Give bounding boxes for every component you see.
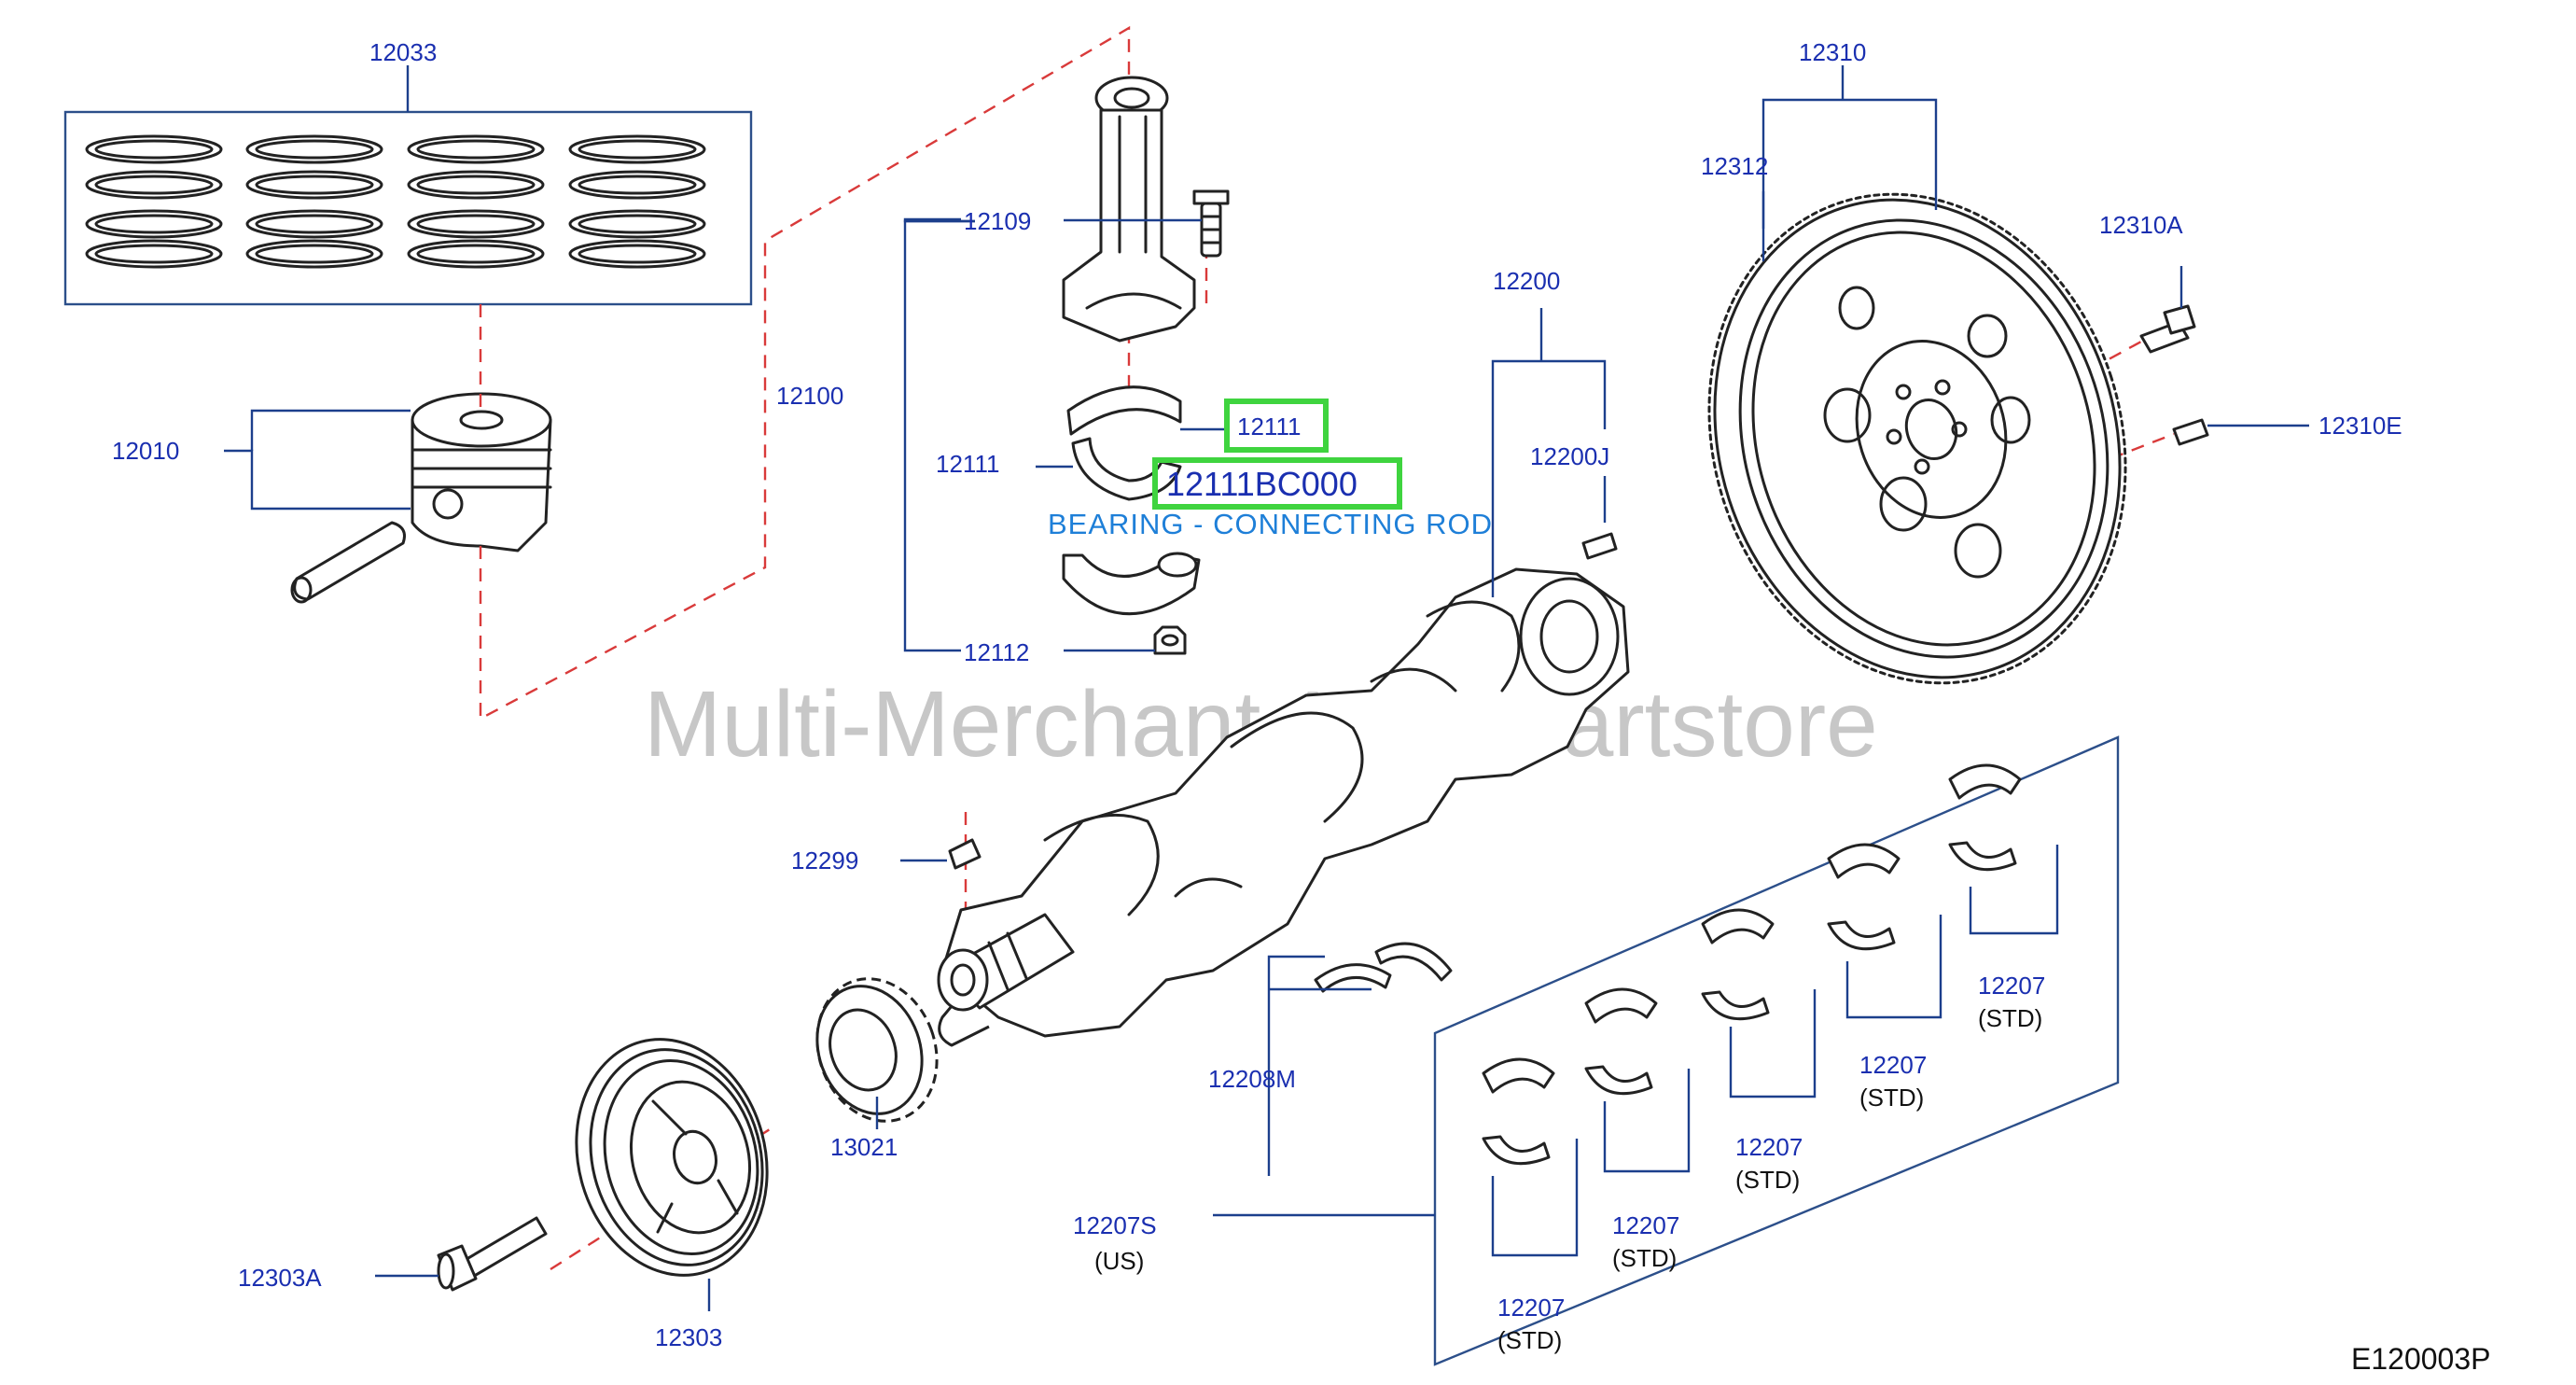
highlight-label[interactable]: 12111: [1237, 413, 1301, 441]
highlight-box-part-number[interactable]: [1152, 457, 1402, 510]
piston-rings-illustration: [63, 65, 753, 306]
label-12033[interactable]: 12033: [369, 38, 437, 66]
flywheel-illustration: [1707, 192, 2127, 685]
label-12310[interactable]: 12310: [1799, 38, 1866, 66]
label-12299[interactable]: 12299: [791, 846, 858, 874]
label-12010[interactable]: 12010: [112, 437, 179, 465]
label-12207[interactable]: 12207: [1859, 1051, 1927, 1079]
label-std: (STD): [1978, 1004, 2042, 1032]
label-12208M[interactable]: 12208M: [1208, 1065, 1296, 1093]
label-13021[interactable]: 13021: [830, 1133, 898, 1161]
label-12303[interactable]: 12303: [655, 1323, 722, 1351]
label-12303A[interactable]: 12303A: [238, 1264, 322, 1292]
flywheel-bolt-illustration: [2139, 266, 2196, 354]
label-12109[interactable]: 12109: [964, 207, 1031, 235]
flywheel-dowel-illustration: [2172, 418, 2309, 446]
crank-pulley-bolt-illustration: [375, 1216, 548, 1292]
highlight-part-number[interactable]: 12111BC000: [1166, 465, 1358, 503]
label-std: (STD): [1735, 1166, 1800, 1194]
label-12207S[interactable]: 12207S: [1073, 1211, 1157, 1239]
label-12112[interactable]: 12112: [964, 638, 1029, 666]
label-std: (STD): [1612, 1244, 1677, 1272]
connecting-rod-illustration: [1062, 76, 1230, 343]
label-12207[interactable]: 12207: [1978, 972, 2045, 1000]
main-bearings-illustration: [1213, 735, 2120, 1366]
group-bracket-12100-top: [903, 217, 975, 223]
label-std: (STD): [1497, 1326, 1562, 1354]
highlight-description: BEARING - CONNECTING ROD: [1048, 508, 1493, 540]
label-std: (STD): [1859, 1084, 1924, 1112]
label-12200J[interactable]: 12200J: [1530, 442, 1609, 470]
diagram-code: E120003P: [2351, 1342, 2490, 1376]
group-bracket-12200: [1491, 359, 1607, 597]
highlight-box-12111[interactable]: [1224, 399, 1329, 453]
label-12207[interactable]: 12207: [1735, 1133, 1803, 1161]
crankshaft-illustration: [937, 567, 1630, 1047]
woodruff-key-illustration: [900, 838, 982, 870]
label-us: (US): [1094, 1247, 1144, 1275]
label-12310E[interactable]: 12310E: [2318, 412, 2402, 440]
piston-illustration: [224, 392, 552, 604]
crank-pulley-illustration: [575, 1038, 769, 1311]
label-12207[interactable]: 12207: [1497, 1294, 1565, 1322]
crank-sprocket-illustration: [815, 977, 939, 1129]
label-12200[interactable]: 12200: [1493, 267, 1560, 295]
label-12111[interactable]: 12111: [936, 450, 999, 478]
group-bracket-12100: [903, 219, 975, 652]
group-bracket-12310: [1761, 98, 1938, 229]
label-12100[interactable]: 12100: [776, 382, 843, 410]
label-12310A[interactable]: 12310A: [2099, 211, 2183, 239]
label-12207[interactable]: 12207: [1612, 1211, 1679, 1239]
label-12312[interactable]: 12312: [1701, 152, 1768, 180]
rod-cap-illustration: [1062, 552, 1201, 655]
pilot-bushing-pin-illustration: [1581, 532, 1618, 560]
